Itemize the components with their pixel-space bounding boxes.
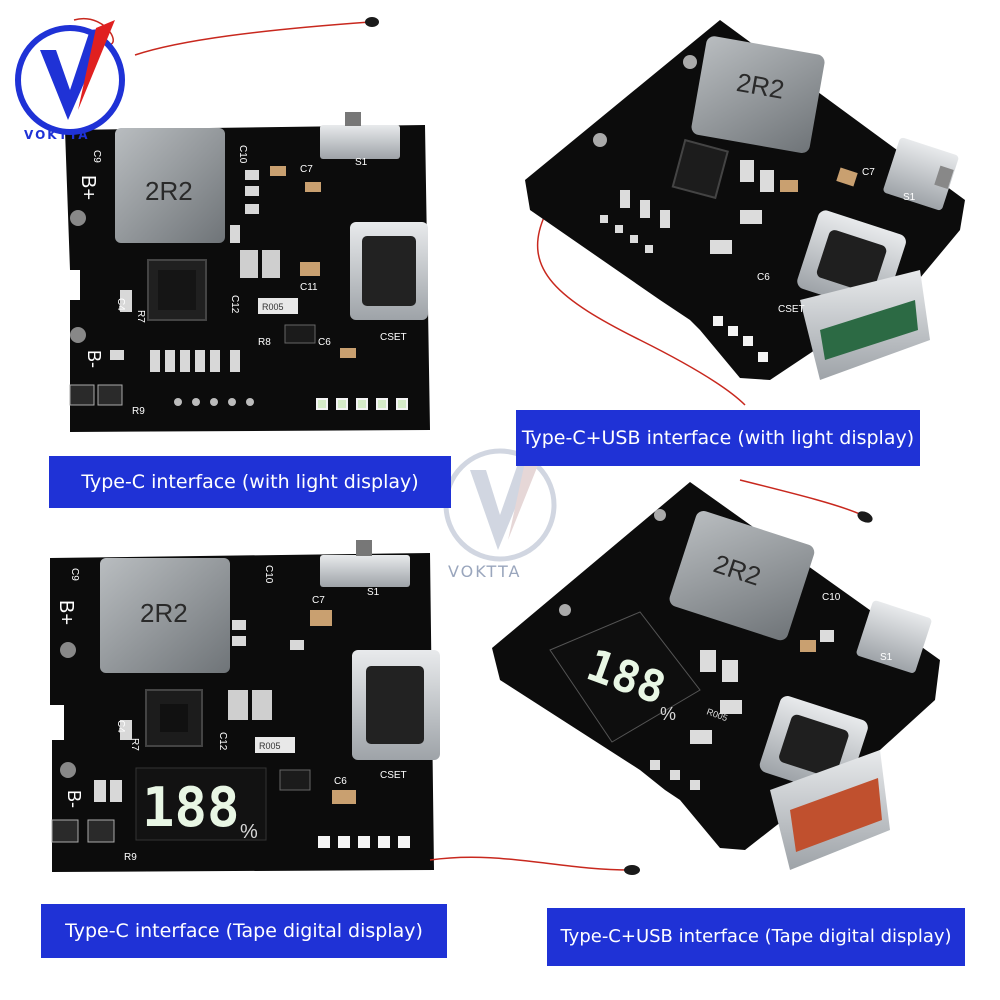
caption-banner-typec-usb-digital: Type-C+USB interface (Tape digital displ… <box>547 908 965 966</box>
caption-text: Type-C interface (Tape digital display) <box>65 919 423 942</box>
caption-banner-typec-light: Type-C interface (with light display) <box>49 456 451 508</box>
caption-banner-typec-digital: Type-C interface (Tape digital display) <box>41 904 447 958</box>
brand-name-watermark: VOKTTA <box>448 562 522 581</box>
brand-name-top: VOKTTA <box>24 128 90 142</box>
caption-text: Type-C+USB interface (Tape digital displ… <box>560 926 952 947</box>
panel-3-board <box>50 540 640 875</box>
panel-4-board <box>492 479 940 870</box>
panel-1-board <box>65 17 430 432</box>
caption-text: Type-C+USB interface (with light display… <box>521 426 915 449</box>
logo-top-left <box>15 20 125 135</box>
caption-text: Type-C interface (with light display) <box>81 470 419 493</box>
caption-banner-typec-usb-light: Type-C+USB interface (with light display… <box>516 410 920 466</box>
panel-2-board <box>525 20 965 406</box>
